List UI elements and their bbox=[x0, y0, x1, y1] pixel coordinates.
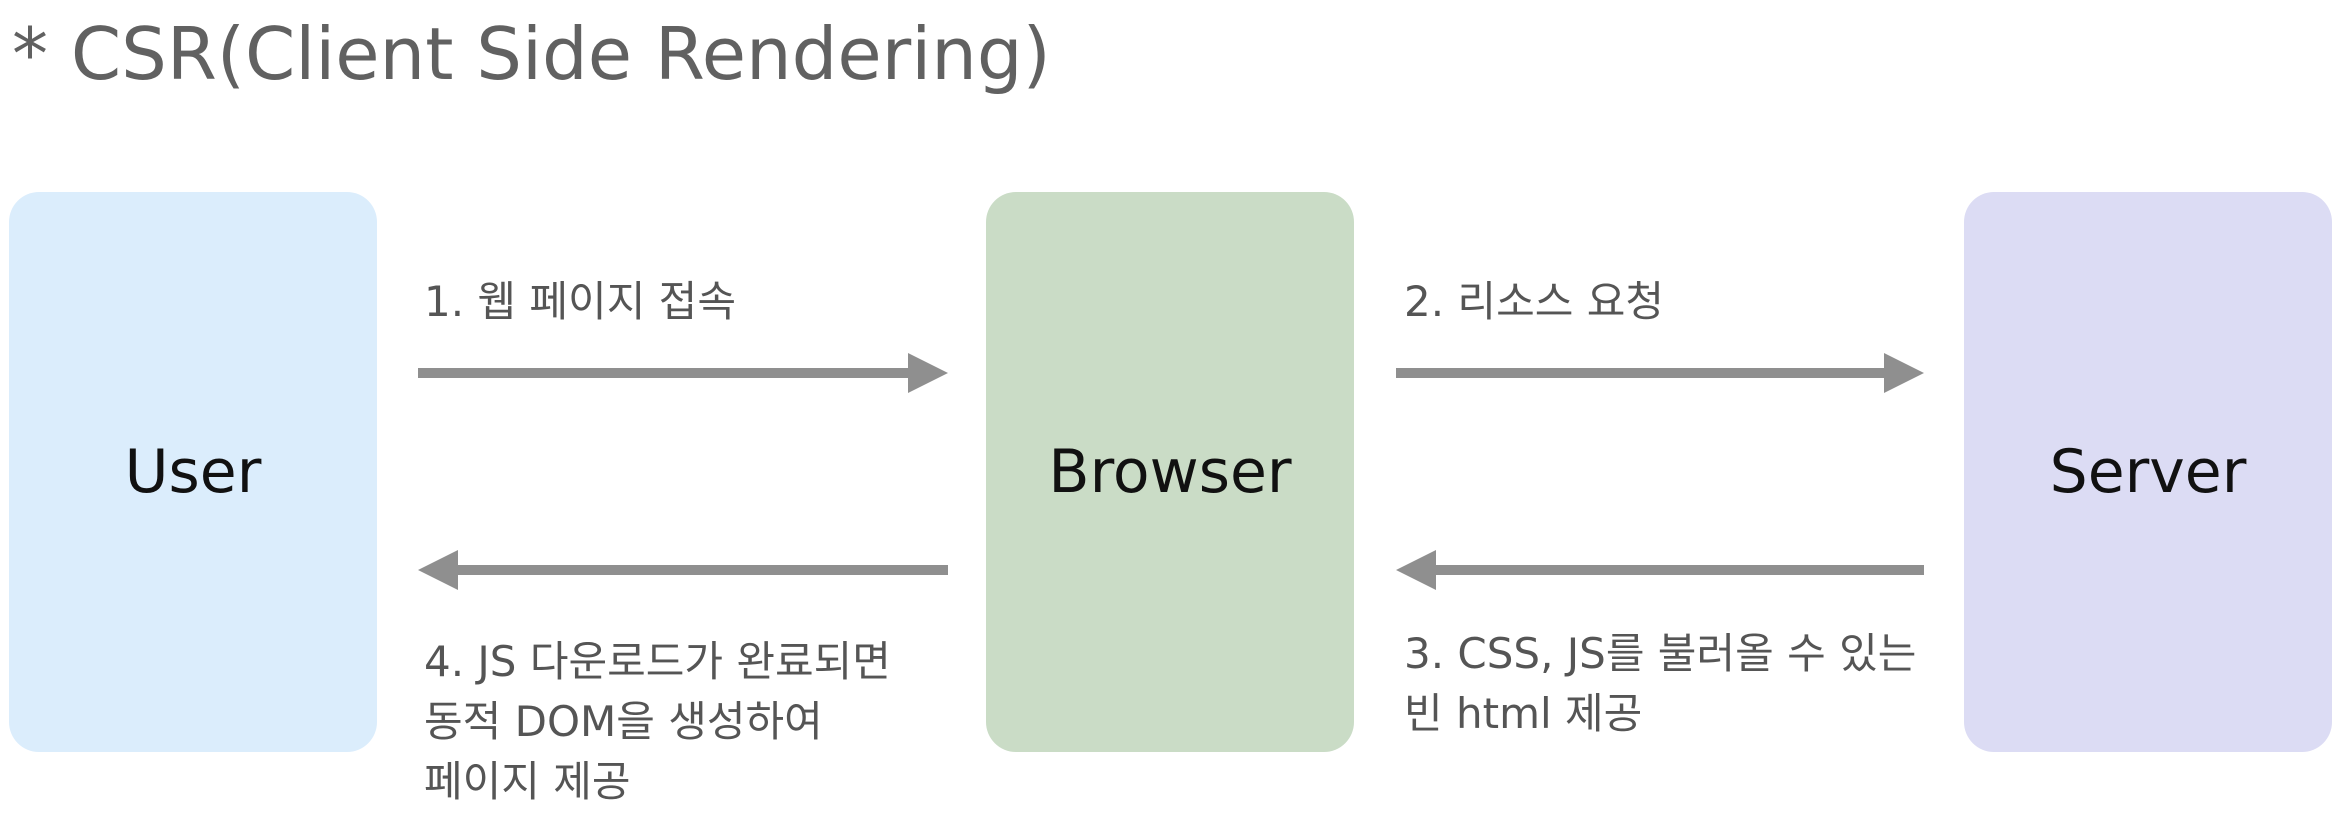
step-2-line-1: 2. 리소스 요청 bbox=[1404, 277, 1664, 326]
step-4-line-3: 페이지 제공 bbox=[424, 757, 631, 806]
user-label: User bbox=[124, 437, 262, 507]
arrow-user-to-browser bbox=[418, 353, 948, 393]
step-4-label: 4. JS 다운로드가 완료되면 동적 DOM을 생성하여 페이지 제공 bbox=[424, 632, 891, 812]
browser-box: Browser bbox=[986, 192, 1354, 752]
browser-label: Browser bbox=[1048, 437, 1292, 507]
step-3-label: 3. CSS, JS를 불러올 수 있는 빈 html 제공 bbox=[1404, 624, 1916, 744]
arrow-browser-to-user bbox=[418, 550, 948, 590]
arrow-server-to-browser bbox=[1396, 550, 1924, 590]
step-2-label: 2. 리소스 요청 bbox=[1404, 272, 1664, 332]
server-box: Server bbox=[1964, 192, 2332, 752]
user-box: User bbox=[9, 192, 377, 752]
step-4-line-2: 동적 DOM을 생성하여 bbox=[424, 697, 823, 746]
step-1-line-1: 1. 웹 페이지 접속 bbox=[424, 277, 736, 326]
step-1-label: 1. 웹 페이지 접속 bbox=[424, 272, 736, 332]
step-4-line-1: 4. JS 다운로드가 완료되면 bbox=[424, 637, 891, 686]
step-3-line-2: 빈 html 제공 bbox=[1404, 689, 1643, 738]
arrow-browser-to-server bbox=[1396, 353, 1924, 393]
server-label: Server bbox=[2049, 437, 2247, 507]
diagram-title: * CSR(Client Side Rendering) bbox=[12, 12, 1051, 96]
step-3-line-1: 3. CSS, JS를 불러올 수 있는 bbox=[1404, 629, 1917, 678]
